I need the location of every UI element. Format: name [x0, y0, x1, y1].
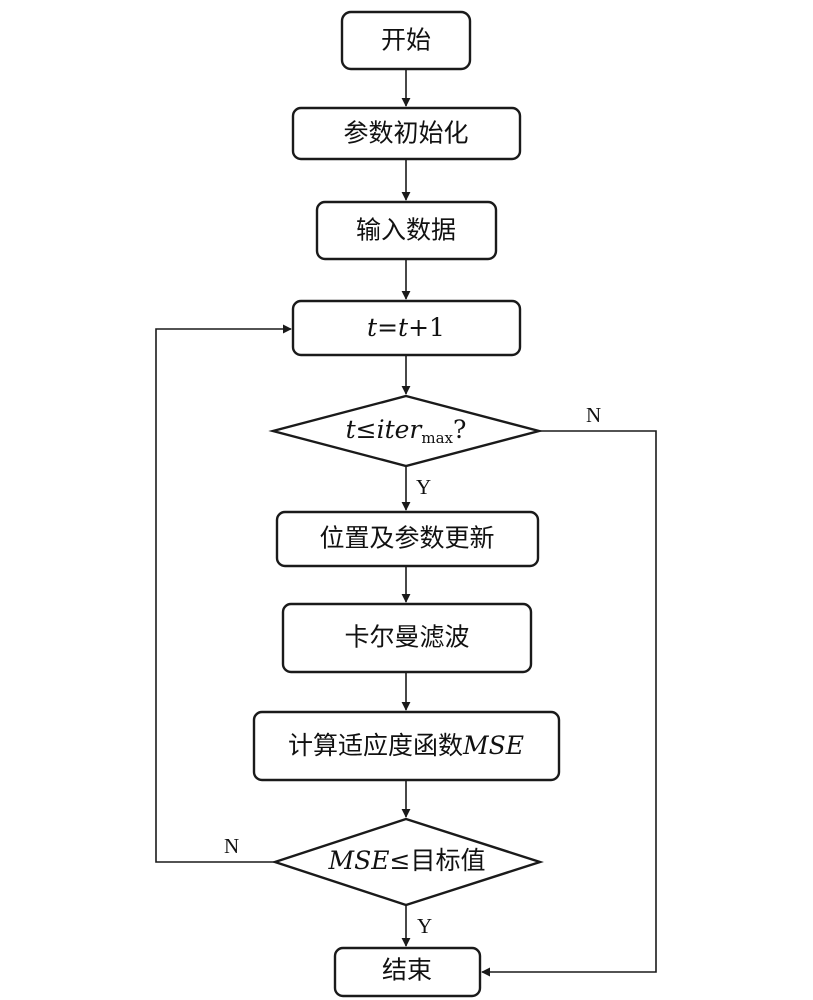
mse-check-label: MSE≤目标值: [328, 846, 486, 875]
fitness-node: 计算适应度函数MSE: [252, 710, 561, 782]
iter-check-max: max: [421, 429, 453, 447]
end-label: 结束: [382, 956, 432, 985]
increment-t1: t: [367, 313, 378, 342]
increment-eq: =: [377, 313, 398, 342]
input-data-node: 输入数据: [315, 200, 498, 261]
increment-node: t=t+1: [291, 299, 522, 357]
increment-label: t=t+1: [367, 313, 445, 342]
mse-no-label: N: [224, 834, 239, 858]
fitness-label: 计算适应度函数MSE: [288, 731, 524, 760]
kalman-node: 卡尔曼滤波: [281, 602, 533, 674]
start-node: 开始: [340, 10, 472, 71]
mse-check-mse: MSE: [328, 846, 390, 875]
iter-no-label: N: [586, 403, 601, 427]
increment-t2: t: [398, 313, 409, 342]
iter-check-q: ?: [453, 415, 466, 444]
iter-check-iter: iter: [377, 415, 424, 444]
update-node: 位置及参数更新: [275, 510, 540, 568]
iter-check-le: ≤: [356, 415, 377, 444]
arrow-mse-no-loop: [155, 324, 292, 863]
kalman-label: 卡尔曼滤波: [344, 623, 469, 652]
update-label: 位置及参数更新: [319, 524, 494, 553]
init-params-label: 参数初始化: [343, 119, 468, 148]
arrow-iter-no-to-end: [481, 430, 657, 977]
start-label: 开始: [381, 26, 431, 55]
iter-check-t: t: [346, 415, 357, 444]
iter-check-decision: t≤itermax?: [268, 394, 544, 468]
end-node: 结束: [333, 946, 482, 998]
mse-check-decision: MSE≤目标值: [271, 817, 544, 907]
increment-plus-one: +1: [408, 313, 445, 342]
fitness-mse: MSE: [462, 731, 524, 760]
init-params-node: 参数初始化: [291, 106, 522, 161]
mse-check-rest: ≤目标值: [390, 846, 486, 875]
iter-check-label: t≤itermax?: [346, 415, 467, 448]
input-data-label: 输入数据: [356, 216, 456, 245]
mse-yes-label: Y: [417, 914, 432, 938]
iter-yes-label: Y: [416, 475, 431, 499]
fitness-prefix: 计算适应度函数: [288, 731, 463, 760]
